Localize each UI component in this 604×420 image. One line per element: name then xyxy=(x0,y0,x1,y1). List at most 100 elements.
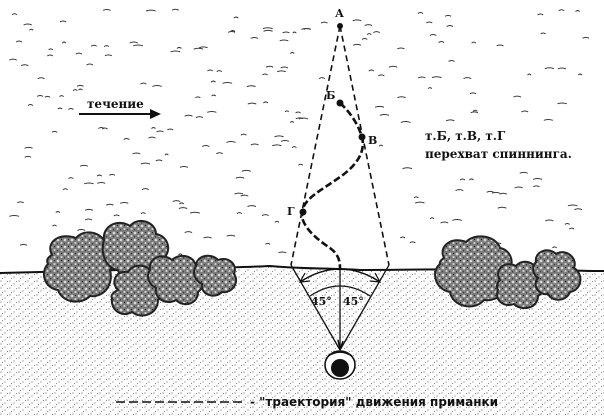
water-ripple xyxy=(21,64,29,66)
water-ripple xyxy=(353,43,362,46)
water-ripple xyxy=(409,241,416,244)
water-ripple xyxy=(59,95,64,97)
water-ripple xyxy=(234,192,244,195)
water-ripple xyxy=(414,196,419,199)
water-ripple xyxy=(266,65,274,68)
water-ripple xyxy=(97,181,106,184)
water-ripple xyxy=(533,185,540,188)
water-ripple xyxy=(113,214,120,217)
water-ripple xyxy=(303,27,312,30)
water-ripple xyxy=(250,143,259,146)
note-line-1: т.Б, т.В, т.Г xyxy=(425,129,506,143)
water-ripple xyxy=(23,23,32,26)
water-ripple xyxy=(140,82,147,85)
water-ripple xyxy=(446,119,455,122)
water-ripple xyxy=(292,31,297,34)
water-ripple xyxy=(471,41,477,44)
water-ripple xyxy=(152,85,162,87)
water-ripple xyxy=(106,203,114,206)
water-ripple xyxy=(402,167,413,169)
water-ripple xyxy=(499,192,507,195)
water-ripple xyxy=(397,96,406,98)
water-ripple xyxy=(521,110,529,113)
water-ripple xyxy=(48,48,53,51)
water-ripple xyxy=(202,145,210,147)
water-ripples xyxy=(9,8,590,256)
water-ripple xyxy=(569,227,575,230)
water-ripple xyxy=(446,25,453,27)
water-ripple xyxy=(557,102,567,105)
water-ripple xyxy=(543,118,553,121)
water-ripple xyxy=(199,46,208,49)
water-ripple xyxy=(86,63,94,66)
water-ripple xyxy=(141,188,149,190)
water-ripple xyxy=(527,73,532,76)
water-ripple xyxy=(537,13,544,16)
water-ripple xyxy=(280,66,289,69)
water-ripple xyxy=(282,31,290,34)
water-ripple xyxy=(379,113,390,116)
water-ripple xyxy=(429,34,437,36)
water-ripple xyxy=(459,178,466,181)
water-ripple xyxy=(431,76,442,78)
water-ripple xyxy=(361,37,368,40)
water-ripple xyxy=(62,188,68,190)
note-line-2: перехват спиннинга. xyxy=(425,147,572,161)
water-ripple xyxy=(184,231,193,233)
water-ripple xyxy=(430,217,435,219)
water-ripple xyxy=(473,109,478,112)
water-ripple xyxy=(151,127,156,129)
water-ripple xyxy=(178,207,188,209)
water-ripple xyxy=(320,21,328,24)
water-ripple xyxy=(544,67,554,69)
water-ripple xyxy=(72,89,78,91)
water-ripple xyxy=(274,135,284,138)
water-ripple xyxy=(265,242,271,245)
water-ripple xyxy=(497,206,507,209)
water-ripple xyxy=(564,222,570,225)
water-ripple xyxy=(378,144,383,147)
water-ripple xyxy=(448,59,455,62)
water-ripple xyxy=(284,110,289,113)
water-ripple xyxy=(140,212,146,214)
point-g-marker xyxy=(299,208,307,216)
water-ripple xyxy=(211,80,216,83)
water-ripple xyxy=(132,152,141,155)
water-ripple xyxy=(388,65,398,68)
water-ripple xyxy=(203,236,212,239)
water-ripple xyxy=(246,85,256,87)
water-ripple xyxy=(262,27,273,29)
water-ripple xyxy=(519,171,528,174)
water-ripple xyxy=(184,114,193,117)
water-ripple xyxy=(9,214,20,217)
water-ripple xyxy=(156,130,164,133)
water-ripple xyxy=(397,47,405,50)
water-ripple xyxy=(98,127,105,129)
water-ripple xyxy=(59,20,67,23)
bushes-right xyxy=(434,235,582,310)
water-ripple xyxy=(109,173,115,176)
water-ripple xyxy=(52,224,57,227)
water-ripple xyxy=(540,32,546,35)
water-ripple xyxy=(295,111,301,114)
water-ripple xyxy=(290,121,295,123)
point-v-label: В xyxy=(368,134,377,147)
water-ripple xyxy=(574,208,583,210)
water-ripple xyxy=(77,229,86,231)
water-ripple xyxy=(263,29,273,32)
water-ripple xyxy=(378,74,385,77)
water-ripple xyxy=(164,153,169,156)
water-ripple xyxy=(37,77,45,79)
water-ripple xyxy=(167,128,174,131)
water-ripple xyxy=(235,176,245,179)
angler-figure xyxy=(324,339,356,380)
angle-left-label: 45° xyxy=(311,295,332,308)
water-ripple xyxy=(236,212,242,214)
cast-sector xyxy=(290,25,390,351)
water-ripple xyxy=(366,33,372,35)
water-ripple xyxy=(222,81,233,84)
water-ripple xyxy=(438,41,445,43)
water-ripple xyxy=(440,221,449,224)
water-ripple xyxy=(207,69,213,72)
water-ripple xyxy=(290,51,295,54)
